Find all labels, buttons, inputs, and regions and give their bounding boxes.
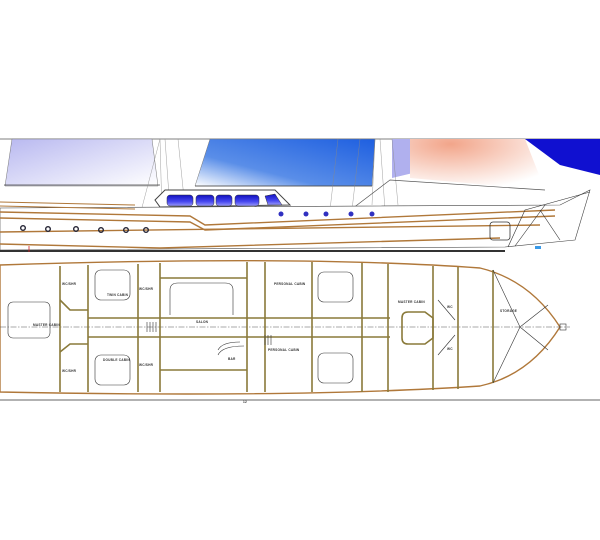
- label-wc: WC: [447, 305, 453, 309]
- label-wc-shr: WC/SHR: [139, 287, 154, 291]
- label-wc-shr: WC/SHR: [62, 282, 77, 286]
- scale-ruler: [0, 246, 541, 252]
- deck-plan: MASTER CABIN TWIN CABIN DOUBLE CABIN WC/…: [0, 259, 570, 404]
- label-double-cabin: DOUBLE CABIN: [103, 358, 130, 362]
- sails: [4, 138, 600, 219]
- label-salon: SALON: [196, 320, 209, 324]
- label-storage: STORAGE: [500, 309, 517, 313]
- label-fwd-master-cabin: MASTER CABIN: [398, 300, 425, 304]
- label-personal-cabin: PERSONAL CABIN: [274, 282, 306, 286]
- label-twin-cabin: TWIN CABIN: [107, 293, 129, 297]
- label-aft-master-cabin: MASTER CABIN: [33, 323, 60, 327]
- portholes: [20, 224, 149, 233]
- label-wc: WC: [447, 347, 453, 351]
- deck-ports: [278, 211, 375, 217]
- label-personal-cabin: PERSONAL CABIN: [268, 348, 300, 352]
- label-bar: BAR: [228, 357, 236, 361]
- hull-profile: [0, 189, 591, 251]
- cabin-windows: [166, 193, 283, 207]
- scale-mark: 12: [243, 400, 247, 404]
- label-wc-shr: WC/SHR: [62, 369, 77, 373]
- label-wc-shr: WC/SHR: [139, 363, 154, 367]
